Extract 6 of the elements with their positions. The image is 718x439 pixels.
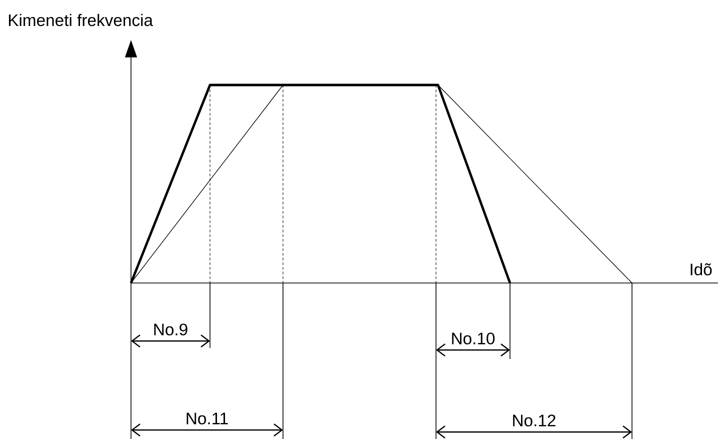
axis-label: Kimeneti frekvencia [8,14,153,26]
dimension-label: No.9 [154,324,188,336]
dimension-label: No.11 [186,412,228,424]
axis-label: Idõ [690,263,712,276]
dimension-label: No.12 [513,414,556,426]
dimension-label: No.10 [452,332,495,344]
